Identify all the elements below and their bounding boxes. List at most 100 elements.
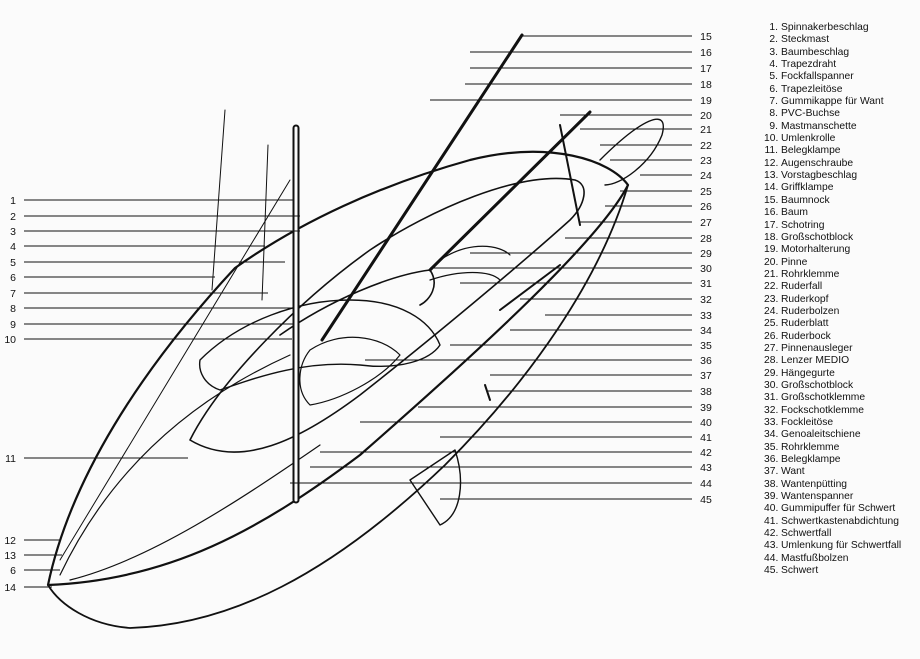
legend-item: 42.Schwertfall — [764, 528, 916, 540]
legend-number: 4. — [769, 59, 778, 71]
callout-number: 38 — [700, 386, 712, 398]
callout-number: 12 — [4, 535, 16, 547]
callout-number: 31 — [700, 278, 712, 290]
legend-item: 35.Rohrklemme — [764, 442, 916, 454]
hiking-strap — [439, 245, 511, 261]
legend-number: 33. — [764, 417, 779, 428]
shroud-right — [261, 144, 269, 301]
legend-item: 45.Schwert — [764, 565, 916, 577]
callout-number: 2 — [10, 211, 16, 223]
legend-item: 44.Mastfußbolzen — [764, 553, 916, 565]
legend-text: Ruderbolzen — [781, 305, 840, 317]
legend-item: 26.Ruderbock — [764, 331, 916, 343]
legend-number: 41. — [764, 515, 779, 527]
tiller — [428, 110, 592, 272]
legend-text: Rohrklemme — [781, 441, 840, 453]
callout-number: 20 — [700, 110, 712, 122]
legend-item: 41.Schwertkastenabdichtung — [764, 516, 916, 528]
legend-number: 26. — [764, 330, 779, 342]
callout-number: 33 — [700, 310, 712, 322]
legend-text: Augenschraube — [781, 157, 854, 169]
legend-text: Griffklampe — [781, 182, 834, 194]
legend-number: 8. — [769, 108, 778, 120]
legend-number: 11. — [764, 145, 778, 157]
legend-number: 45. — [764, 565, 779, 577]
callout-number: 3 — [10, 226, 16, 238]
legend-text: Baumbeschlag — [781, 46, 850, 58]
legend-item: 9.Mastmanschette — [764, 121, 916, 133]
legend-item: 34.Genoaleitschiene — [764, 429, 916, 441]
legend-text: PVC-Buchse — [781, 108, 840, 120]
callout-number: 21 — [700, 124, 712, 136]
legend-number: 19. — [764, 244, 779, 256]
legend-number: 36. — [764, 454, 779, 466]
legend-item: 1.Spinnakerbeschlag — [764, 22, 916, 34]
legend-text: Mastfußbolzen — [781, 552, 849, 564]
callout-number: 40 — [700, 417, 712, 429]
legend-item: 16.Baum — [764, 207, 916, 219]
legend-number: 37. — [764, 466, 779, 478]
forestay — [59, 179, 291, 561]
legend-number: 35. — [764, 441, 779, 453]
legend-text: Steckmast — [781, 34, 830, 46]
callout-number: 41 — [700, 432, 712, 444]
callout-number: 10 — [4, 334, 16, 346]
callout-number: 4 — [10, 241, 16, 253]
legend-item: 10.Umlenkrolle — [764, 133, 916, 145]
legend-text: Ruderfall — [781, 281, 823, 293]
callout-number: 19 — [700, 95, 712, 107]
legend-text: Ruderbock — [781, 330, 831, 342]
legend-text: Want — [781, 466, 805, 478]
legend-number: 15. — [764, 194, 779, 206]
legend-text: Fockfallspanner — [781, 71, 854, 83]
callout-lines — [24, 35, 692, 588]
legend-item: 7.Gummikappe für Want — [764, 96, 916, 108]
callout-number: 23 — [700, 155, 712, 167]
callout-number: 22 — [700, 140, 712, 152]
legend-item: 39.Wantenspanner — [764, 491, 916, 503]
legend-item: 33.Fockleitöse — [764, 417, 916, 429]
callout-number: 36 — [700, 355, 712, 367]
legend-text: Ruderblatt — [781, 318, 829, 330]
callout-number: 25 — [700, 186, 712, 198]
legend-text: Schwertfall — [781, 528, 832, 540]
legend-item: 14.Griffklampe — [764, 182, 916, 194]
callout-number: 9 — [10, 319, 16, 331]
rudder-post — [559, 124, 581, 226]
callout-number: 45 — [700, 494, 712, 506]
legend-item: 12.Augenschraube — [764, 158, 916, 170]
legend-number: 23. — [764, 293, 779, 305]
legend-text: Schwertkastenabdichtung — [781, 515, 899, 527]
legend-number: 30. — [764, 379, 779, 391]
legend-number: 34. — [764, 429, 779, 441]
callout-number: 24 — [700, 170, 712, 182]
callout-labels: 1234567891011121361415161718192021222324… — [4, 31, 712, 594]
boom — [320, 33, 524, 342]
hull-outline — [46, 150, 630, 587]
hiking-strap-2 — [429, 271, 501, 281]
cockpit-inner — [198, 299, 441, 391]
callout-number: 17 — [700, 63, 712, 75]
callout-number: 1 — [10, 195, 16, 207]
legend-text: Motorhalterung — [781, 244, 851, 256]
legend-text: Ruderkopf — [781, 293, 829, 305]
legend-item: 27.Pinnenausleger — [764, 343, 916, 355]
callout-number: 18 — [700, 79, 712, 91]
legend-text: Großschotklemme — [781, 392, 866, 404]
callout-number: 35 — [700, 340, 712, 352]
legend-item: 20.Pinne — [764, 257, 916, 269]
legend-number: 39. — [764, 491, 779, 503]
legend-text: Gummikappe für Want — [781, 96, 884, 108]
legend-number: 6. — [769, 83, 778, 95]
legend-number: 7. — [769, 96, 778, 108]
legend-item: 21.Rohrklemme — [764, 269, 916, 281]
legend-text: Pinnenausleger — [781, 342, 853, 354]
legend-text: Vorstagbeschlag — [781, 170, 858, 182]
callout-number: 26 — [700, 201, 712, 213]
legend-item: 3.Baumbeschlag — [764, 47, 916, 59]
legend-text: Trapezdraht — [781, 59, 837, 71]
legend-number: 9. — [769, 120, 778, 132]
legend-text: Pinne — [781, 256, 808, 268]
legend-text: Spinnakerbeschlag — [781, 22, 869, 33]
